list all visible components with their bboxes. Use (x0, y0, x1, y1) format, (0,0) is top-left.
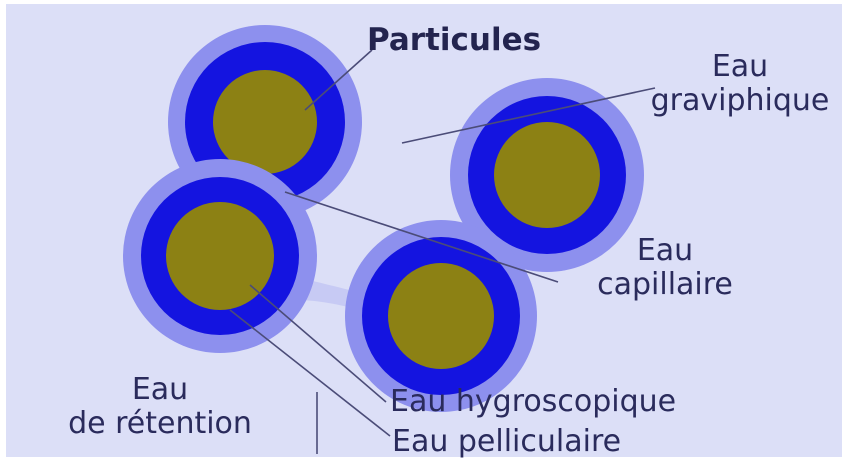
particle-middle-left (123, 159, 317, 353)
label-capillaire-line2: capillaire (555, 268, 775, 302)
label-graviphique-line1: Eau (640, 50, 840, 84)
label-pelliculaire: Eau pelliculaire (392, 425, 621, 459)
label-hygroscopique: Eau hygroscopique (390, 385, 676, 419)
label-graviphique-line2: graviphique (640, 84, 840, 118)
label-graviphique: Eau graviphique (640, 50, 840, 118)
label-retention-line2: de rétention (40, 407, 280, 441)
label-capillaire-line1: Eau (555, 234, 775, 268)
label-retention: Eau de rétention (40, 373, 280, 441)
label-capillaire: Eau capillaire (555, 234, 775, 302)
label-retention-line1: Eau (40, 373, 280, 407)
label-particules: Particules (367, 23, 541, 57)
